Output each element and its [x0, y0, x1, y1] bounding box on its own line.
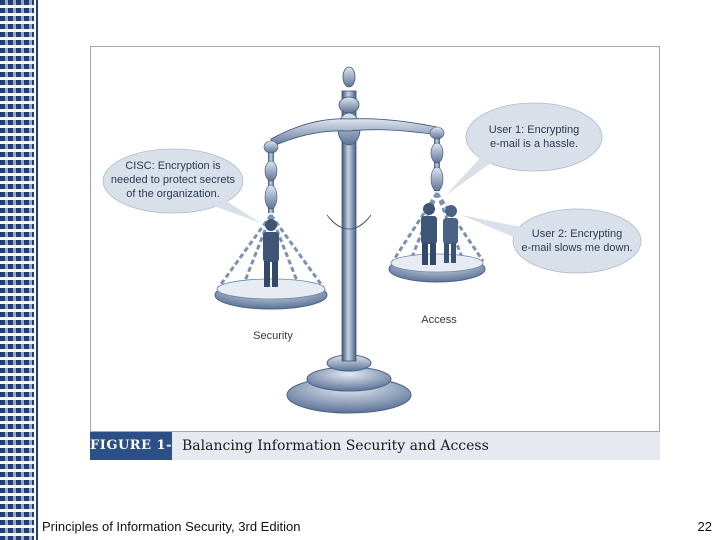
user1-figure — [421, 203, 437, 265]
user1-quote-line-2: e-mail is a hassle. — [490, 138, 578, 150]
ciso-quote-line-2: needed to protect secrets — [111, 174, 236, 186]
security-label: Security — [253, 330, 293, 342]
ciso-quote-line-3: of the organization. — [126, 188, 220, 200]
left-pan — [214, 278, 328, 310]
figure-title: Balancing Information Security and Acces… — [182, 438, 489, 454]
user2-quote-line-1: User 2: Encrypting — [532, 228, 622, 240]
ciso-figure — [263, 219, 279, 287]
scale-pole — [326, 66, 372, 362]
user2-figure — [443, 205, 458, 263]
user1-speech-bubble: User 1: Encrypting e-mail is a hassle. — [446, 102, 603, 195]
page-number: 22 — [697, 519, 712, 534]
ciso-quote-line-1: CISC: Encryption is — [125, 160, 221, 172]
access-label: Access — [421, 314, 457, 326]
ciso-speech-bubble: CISC: Encryption is needed to protect se… — [102, 148, 261, 223]
figure-panel: CISC: Encryption is needed to protect se… — [90, 46, 660, 432]
figure-number-label: FIGURE 1-7 — [90, 432, 172, 481]
figure-caption: FIGURE 1-7 Balancing Information Securit… — [90, 432, 660, 481]
right-hanger — [391, 126, 485, 266]
left-hanger — [217, 140, 325, 292]
balance-scale-illustration: CISC: Encryption is needed to protect se… — [102, 66, 642, 414]
right-pan — [388, 253, 486, 283]
side-strip-edge — [36, 0, 38, 540]
decorative-side-strip — [0, 0, 34, 540]
user1-quote-line-1: User 1: Encrypting — [489, 124, 579, 136]
user2-quote-line-2: e-mail slows me down. — [521, 242, 632, 254]
footer-book-title: Principles of Information Security, 3rd … — [42, 519, 301, 534]
user2-speech-bubble: User 2: Encrypting e-mail slows me down. — [461, 208, 642, 274]
scale-base — [286, 354, 412, 414]
